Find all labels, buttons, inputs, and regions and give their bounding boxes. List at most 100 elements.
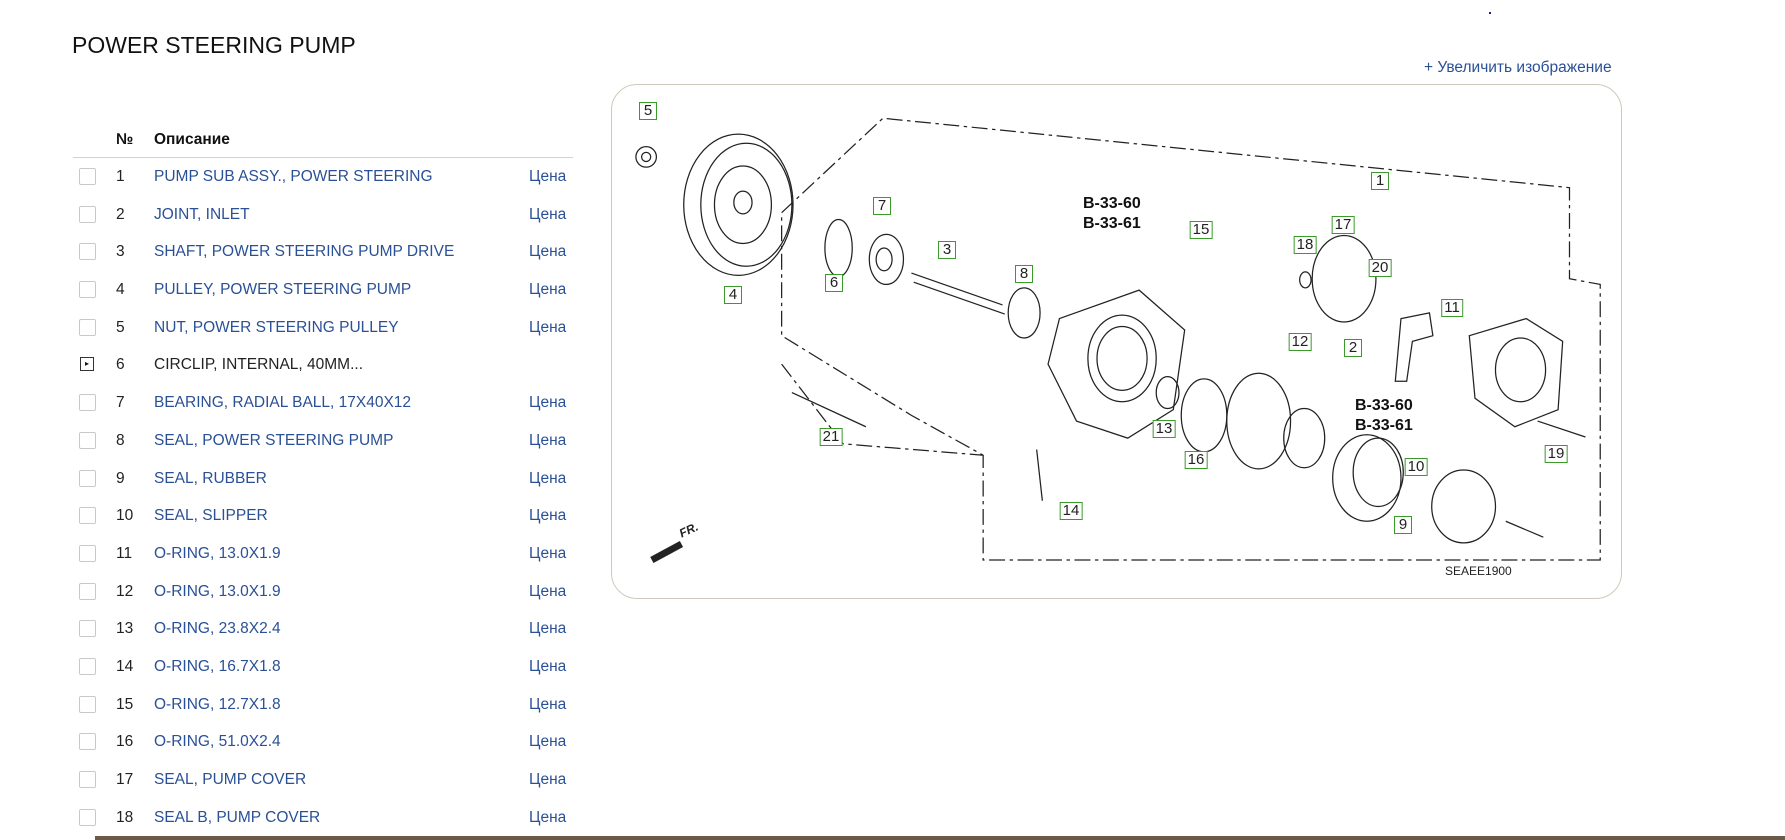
row-checkbox[interactable] xyxy=(79,620,96,638)
callout-19[interactable]: 19 xyxy=(1544,445,1568,463)
row-checkbox[interactable] xyxy=(79,507,96,525)
price-link[interactable]: Цена xyxy=(529,507,567,525)
callout-6[interactable]: 6 xyxy=(825,274,843,292)
callout-4[interactable]: 4 xyxy=(724,286,742,304)
row-checkbox[interactable] xyxy=(79,205,96,223)
part-description-link[interactable]: SHAFT, POWER STEERING PUMP DRIVE xyxy=(154,243,455,261)
callout-10[interactable]: 10 xyxy=(1404,458,1428,476)
parts-diagram[interactable]: 5 4 6 7 3 8 21 13 16 14 15 18 17 20 12 2… xyxy=(611,84,1622,599)
callout-15[interactable]: 15 xyxy=(1189,221,1213,239)
ref-b-33-61[interactable]: B-33-61 xyxy=(1355,417,1413,434)
page-title: POWER STEERING PUMP xyxy=(72,32,356,58)
row-number: 5 xyxy=(116,318,125,336)
callout-11[interactable]: 11 xyxy=(1441,299,1463,317)
callout-7[interactable]: 7 xyxy=(873,197,891,215)
callout-17[interactable]: 17 xyxy=(1331,216,1355,234)
row-number: 13 xyxy=(116,620,134,638)
price-link[interactable]: Цена xyxy=(529,808,567,826)
callout-13[interactable]: 13 xyxy=(1152,420,1176,438)
row-checkbox[interactable] xyxy=(79,168,96,185)
price-link[interactable]: Цена xyxy=(529,243,567,261)
part-description-link[interactable]: NUT, POWER STEERING PULLEY xyxy=(154,318,399,336)
part-description-link[interactable]: SEAL, PUMP COVER xyxy=(154,771,307,788)
price-link[interactable]: Цена xyxy=(529,695,567,713)
price-link[interactable]: Цена xyxy=(529,733,567,751)
callout-12[interactable]: 12 xyxy=(1288,333,1312,351)
row-checkbox[interactable] xyxy=(79,733,96,751)
part-description-link[interactable]: BEARING, RADIAL BALL, 17X40X12 xyxy=(154,394,412,412)
row-checkbox[interactable] xyxy=(79,657,96,675)
part-description-link[interactable]: O-RING, 13.0X1.9 xyxy=(154,544,281,562)
ref-b-33-60[interactable]: B-33-60 xyxy=(1355,397,1413,414)
callout-9[interactable]: 9 xyxy=(1394,516,1412,534)
price-link[interactable]: Цена xyxy=(529,469,567,487)
circlip-drawing xyxy=(824,218,853,278)
zoom-image-link[interactable]: + Увеличить изображение xyxy=(1424,59,1612,76)
row-number: 12 xyxy=(116,582,134,600)
oring-16-drawing xyxy=(1180,378,1228,453)
ref-lower: B-33-60 B-33-61 xyxy=(1355,396,1413,436)
part-description-link[interactable]: O-RING, 13.0X1.9 xyxy=(154,582,281,600)
row-checkbox[interactable] xyxy=(79,544,96,562)
callout-21[interactable]: 21 xyxy=(819,428,843,446)
price-link[interactable]: Цена xyxy=(529,205,567,223)
assembly-outline xyxy=(781,117,1601,561)
price-link[interactable]: Цена xyxy=(529,582,567,600)
row-checkbox[interactable] xyxy=(79,431,96,449)
inlet-joint-drawing xyxy=(1394,312,1434,382)
row-checkbox[interactable] xyxy=(79,243,96,261)
part-description-link[interactable]: SEAL B, PUMP COVER xyxy=(154,808,321,826)
expand-icon[interactable]: ▸ xyxy=(80,357,94,372)
callout-20[interactable]: 20 xyxy=(1368,259,1392,277)
part-description-link[interactable]: SEAL, SLIPPER xyxy=(154,507,268,525)
price-link[interactable]: Цена xyxy=(529,318,567,336)
row-checkbox[interactable] xyxy=(79,394,96,412)
price-link[interactable]: Цена xyxy=(529,394,567,412)
price-link[interactable]: Цена xyxy=(529,168,567,185)
bolt-21-drawing xyxy=(791,392,867,428)
row-number: 7 xyxy=(116,394,125,412)
part-description-link[interactable]: O-RING, 16.7X1.8 xyxy=(154,657,281,675)
callout-5[interactable]: 5 xyxy=(639,102,657,120)
callout-2[interactable]: 2 xyxy=(1344,339,1362,357)
part-description-link[interactable]: O-RING, 51.0X2.4 xyxy=(154,733,281,751)
row-number: 15 xyxy=(116,695,134,713)
callout-18[interactable]: 18 xyxy=(1293,236,1317,254)
row-checkbox[interactable] xyxy=(79,771,96,788)
ref-b-33-60[interactable]: B-33-60 xyxy=(1083,195,1141,212)
part-description-link[interactable]: PUMP SUB ASSY., POWER STEERING xyxy=(154,168,433,185)
part-description-link[interactable]: O-RING, 23.8X2.4 xyxy=(154,620,281,638)
fitting-14-drawing xyxy=(1036,449,1043,501)
row-checkbox[interactable] xyxy=(79,469,96,487)
price-link[interactable]: Цена xyxy=(529,544,567,562)
price-link[interactable]: Цена xyxy=(529,771,567,788)
price-link[interactable]: Цена xyxy=(529,431,567,449)
price-link[interactable]: Цена xyxy=(529,620,567,638)
part-description-link[interactable]: PULLEY, POWER STEERING PUMP xyxy=(154,281,412,299)
row-checkbox[interactable] xyxy=(79,808,96,826)
part-description-link[interactable]: JOINT, INLET xyxy=(154,205,250,223)
part-description-link[interactable]: O-RING, 12.7X1.8 xyxy=(154,695,281,713)
diagram-code: SEAEE1900 xyxy=(1445,564,1512,578)
callout-1[interactable]: 1 xyxy=(1371,172,1389,190)
callout-3[interactable]: 3 xyxy=(938,241,956,259)
part-description-link[interactable]: SEAL, POWER STEERING PUMP xyxy=(154,431,394,449)
part-description-link[interactable]: SEAL, RUBBER xyxy=(154,469,267,487)
pump-body-drawing xyxy=(1468,317,1564,428)
ref-b-33-61[interactable]: B-33-61 xyxy=(1083,215,1141,232)
row-checkbox[interactable] xyxy=(79,695,96,713)
row-checkbox[interactable] xyxy=(79,281,96,299)
price-link[interactable]: Цена xyxy=(529,657,567,675)
row-checkbox[interactable] xyxy=(79,318,96,336)
callout-8[interactable]: 8 xyxy=(1015,265,1033,283)
row-checkbox[interactable] xyxy=(79,582,96,600)
price-link[interactable]: Цена xyxy=(529,281,567,299)
callout-14[interactable]: 14 xyxy=(1059,502,1083,520)
callout-16[interactable]: 16 xyxy=(1184,451,1208,469)
